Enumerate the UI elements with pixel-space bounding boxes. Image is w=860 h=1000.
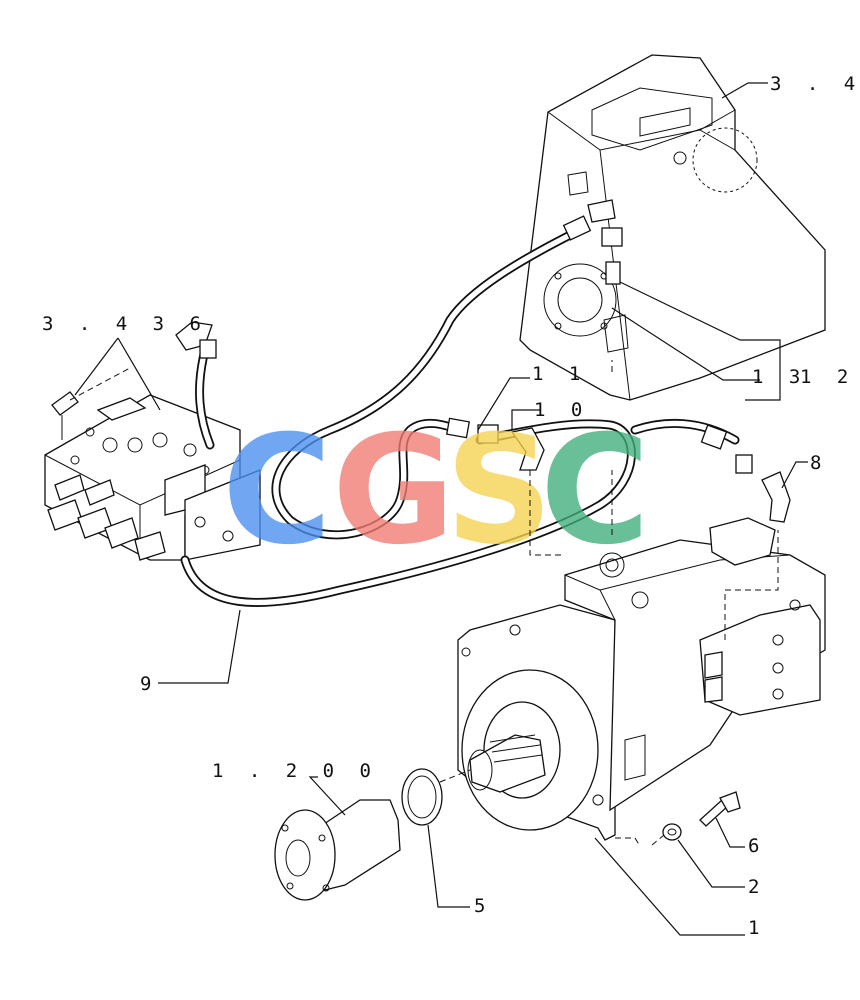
watermark: C G S C xyxy=(222,404,650,578)
washer-2 xyxy=(662,823,682,841)
o-ring-5 xyxy=(401,768,443,826)
hydraulic-pump xyxy=(457,517,826,841)
hose-long-9 xyxy=(180,419,636,607)
callout-5: 5 xyxy=(474,895,492,917)
watermark-letter-s: S xyxy=(445,404,553,578)
gearbox-housing xyxy=(519,54,826,401)
watermark-letter-g: G xyxy=(332,404,455,578)
leader-lines xyxy=(74,82,808,936)
callout-13: 1 3 xyxy=(752,366,807,388)
callout-2: 2 xyxy=(748,876,766,898)
hose-valve-riser xyxy=(195,345,215,450)
bolt-6 xyxy=(699,791,741,827)
callout-3-44: 3 . 4 4 xyxy=(770,73,860,95)
coupling-1200 xyxy=(274,799,401,901)
watermark-letter-c1: C xyxy=(222,404,332,578)
callout-8: 8 xyxy=(810,452,828,474)
valve-elbow-fitting xyxy=(51,321,213,440)
callout-3-436: 3 . 4 3 6 xyxy=(42,313,208,335)
hose-fittings xyxy=(199,199,791,523)
hose-upper-loop xyxy=(271,225,585,540)
control-valve-block xyxy=(44,394,261,561)
callout-11: 1 1 xyxy=(532,363,587,385)
callout-labels: 3 . 4 4 3 . 4 3 6 1 3 1 2 1 1 1 0 8 9 1 … xyxy=(42,73,860,939)
callout-10: 1 0 xyxy=(534,399,589,421)
callout-6: 6 xyxy=(748,835,766,857)
callout-1-200: 1 . 2 0 0 xyxy=(212,760,378,782)
callout-12: 1 2 xyxy=(800,366,855,388)
callout-9: 9 xyxy=(140,673,158,695)
watermark-letter-c2: C xyxy=(540,404,650,578)
callout-1: 1 xyxy=(748,917,766,939)
